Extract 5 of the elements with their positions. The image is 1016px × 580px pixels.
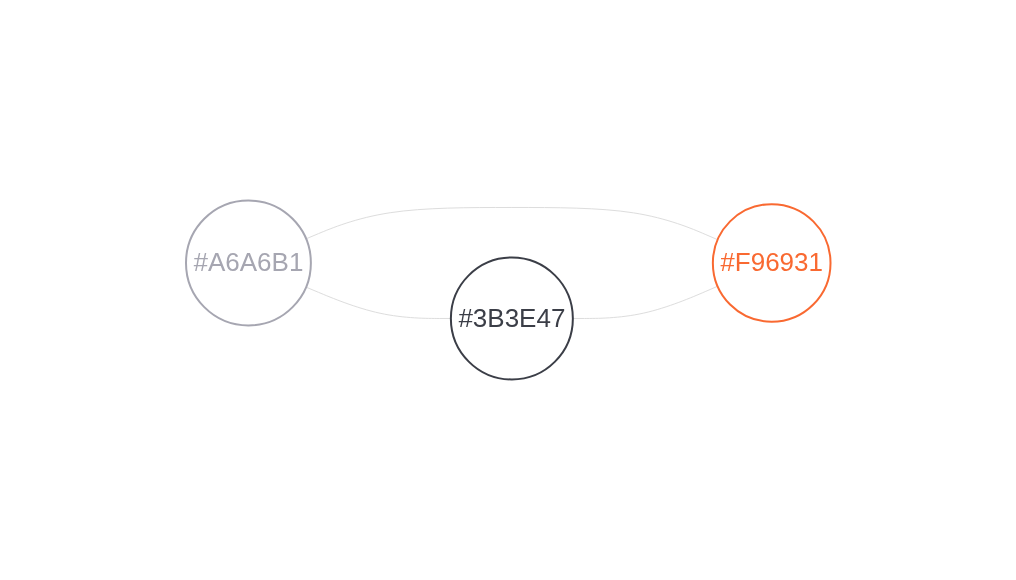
connector bbox=[572, 285, 718, 319]
node-circle: #A6A6B1 bbox=[184, 199, 312, 327]
node-circle: #3B3E47 bbox=[449, 256, 574, 381]
connector bbox=[305, 207, 718, 241]
node-circle: #F96931 bbox=[711, 203, 832, 323]
